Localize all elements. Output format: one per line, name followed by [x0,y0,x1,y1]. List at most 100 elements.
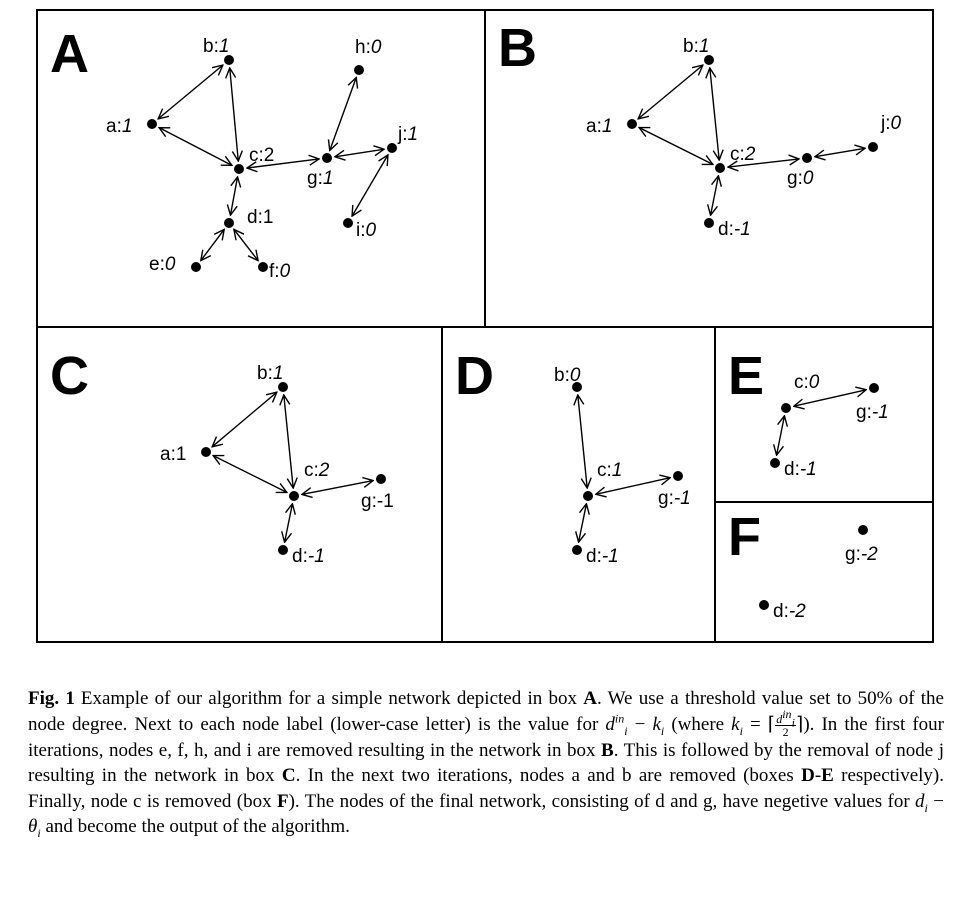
node-value: 2 [264,145,275,166]
node-name: f: [269,261,280,282]
caption-text: . This is followed by the removal of nod… [28,739,944,787]
math-sub-i: i [624,723,628,738]
node-label-a-j: j:1 [397,124,418,145]
panel-c: Ca:1b:1c:2d:-1g:-1 [50,346,394,567]
caption-text: = ⌈ [742,713,776,735]
node-c-c [289,491,299,501]
node-value: 1 [122,116,133,137]
node-label-a-d: d:1 [247,207,273,228]
node-value: 0 [570,365,581,386]
node-e-d [770,458,780,468]
node-label-c-g: g:-1 [361,491,394,512]
edge-b-c-d [711,176,719,215]
node-value: -1 [674,488,691,509]
node-value: 0 [366,220,377,241]
node-name: b: [257,363,273,384]
node-a-i [343,218,353,228]
edge-b-a-b [638,65,703,119]
node-c-g [376,474,386,484]
edge-b-b-c [710,68,719,160]
caption-text: ⌉). In the first four iterations, nodes … [28,713,944,761]
edge-d-b-c [578,395,587,488]
edge-a-c-d [230,177,237,215]
node-name: g: [658,488,674,509]
math-sub-i: i [37,825,41,840]
node-value: 2 [318,460,330,481]
node-b-j [868,142,878,152]
node-f-d [759,600,769,610]
edge-a-g-j [335,149,384,157]
node-name: g: [845,544,861,565]
node-label-d-d: d:-1 [586,546,619,567]
caption-text: . In the next two iterations, nodes a an… [295,765,802,787]
caption-text: . We use a threshold value set to 50% of… [28,688,944,735]
node-label-b-j: j:0 [880,113,902,134]
caption-text: respectively). Finally, node c is remove… [28,765,945,812]
node-name: a: [106,116,122,137]
node-value: 0 [891,113,902,134]
node-label-a-f: f:0 [269,261,291,282]
caption-text: (where [664,713,732,735]
node-a-f [258,262,268,272]
edge-b-a-c [639,128,713,165]
node-a-j [387,143,397,153]
node-a-a [147,119,157,129]
panel-b-letter: B [498,18,537,78]
caption-text: and become the output of the algorithm. [40,816,350,838]
node-b-c [715,163,725,173]
panel-b: Ba:1b:1c:2d:-1g:0j:0 [498,18,902,240]
node-c-b [278,382,288,392]
node-name: c: [730,144,745,165]
caption-text: ). The nodes of the final network, consi… [288,790,916,812]
math-k: k [652,713,661,735]
node-label-a-e: e:0 [149,254,176,275]
node-name: e: [149,254,165,275]
node-a-g [322,153,332,163]
math-d: d [776,711,783,726]
math-theta: θ [28,816,38,838]
panel-c-box [36,326,443,643]
node-name: d: [773,601,789,622]
edge-a-c-g [247,159,319,168]
node-value: 2 [744,144,756,165]
caption-text: - [814,765,822,787]
edge-c-b-c [284,395,293,488]
node-value: 1 [176,444,187,465]
node-name: b: [554,365,570,386]
math-sub-i: i [660,723,665,738]
node-value: 1 [602,116,613,137]
node-value: -1 [602,546,619,567]
node-value: 0 [280,261,291,282]
node-b-g [802,153,812,163]
edge-c-a-b [212,392,277,447]
node-name: g: [787,168,803,189]
node-name: i: [356,220,366,241]
node-name: b: [203,36,219,57]
node-name: a: [160,444,176,465]
node-name: g: [361,491,377,512]
node-value: 0 [803,168,814,189]
node-d-d [572,545,582,555]
node-value: -1 [734,219,751,240]
node-label-b-d: d:-1 [718,219,751,240]
node-value: 1 [273,363,284,384]
node-b-b [704,55,714,65]
node-label-f-d: d:-2 [773,601,806,622]
node-name: c: [597,460,612,481]
node-label-a-g: g:1 [307,168,333,189]
node-value: -2 [861,544,878,565]
node-name: d: [784,459,800,480]
node-name: d: [586,546,602,567]
edge-a-d-f [234,229,258,260]
panel-f: Fd:-2g:-2 [728,507,878,622]
node-d-b [572,382,582,392]
node-label-c-d: d:-1 [292,546,325,567]
node-value: -1 [800,459,817,480]
node-name: h: [355,37,371,58]
math-d: d [915,790,925,812]
node-e-c [781,403,791,413]
node-label-c-a: a:1 [160,444,186,465]
